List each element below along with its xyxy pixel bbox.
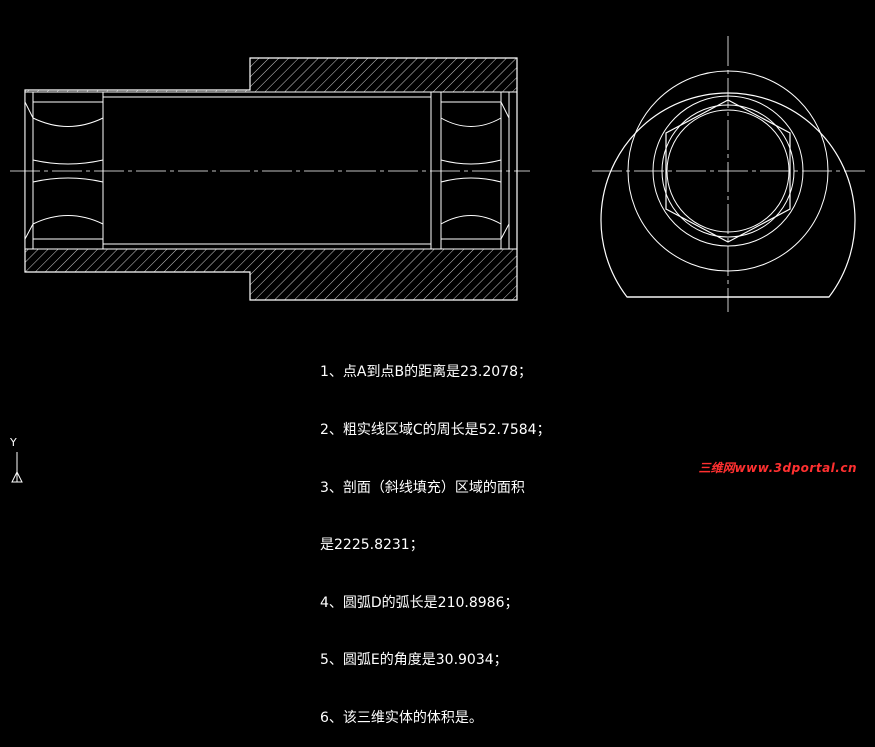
sectioned-side-view (10, 57, 530, 301)
site-watermark: 三维网www.3dportal.cn (699, 461, 857, 475)
note-item: 1、点A到点B的距离是23.2078； (320, 364, 532, 381)
note-item: 2、粗实线区域C的周长是52.7584； (320, 422, 551, 439)
main-bore (102, 91, 432, 250)
cad-drawing (10, 36, 865, 312)
outer-profile (24, 57, 518, 301)
note-item: 6、该三维实体的体积是。 (320, 710, 483, 727)
ucs-axis-label: Y (10, 436, 17, 449)
note-item: 5、圆弧E的角度是30.9034； (320, 652, 508, 669)
watermark-chinese: 三维网 (698, 461, 735, 475)
end-view-with-hexagon (592, 36, 865, 312)
watermark-url: www.3dportal.cn (734, 461, 857, 475)
ucs-axis-icon (11, 452, 23, 483)
note-item: 4、圆弧D的弧长是210.8986； (320, 594, 519, 611)
right-socket (430, 91, 510, 250)
left-socket (24, 91, 104, 250)
note-item: 3、剖面（斜线填充）区域的面积 (320, 479, 525, 496)
outer-flat-circle (600, 92, 856, 298)
problem-notes: 1、点A到点B的距离是23.2078； 2、粗实线区域C的周长是52.7584；… (320, 325, 551, 747)
note-item: 是2225.8231； (320, 537, 424, 554)
